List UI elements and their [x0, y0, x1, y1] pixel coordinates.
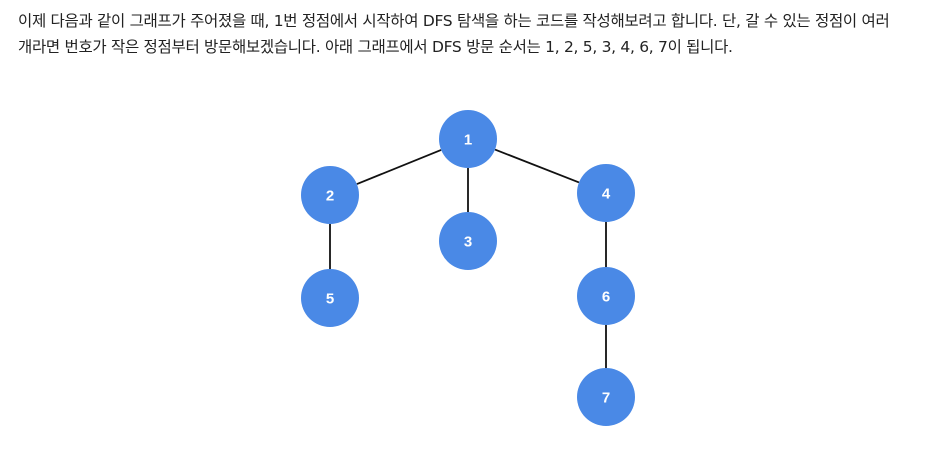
node-2: 2	[301, 166, 359, 224]
node-circle	[577, 368, 635, 426]
node-label: 6	[602, 289, 610, 306]
node-label: 3	[464, 234, 472, 251]
node-circle	[301, 269, 359, 327]
node-3: 3	[439, 212, 497, 270]
node-label: 4	[602, 186, 611, 203]
graph-edges	[329, 148, 607, 368]
problem-description: 이제 다음과 같이 그래프가 주어졌을 때, 1번 정점에서 시작하여 DFS …	[18, 12, 890, 56]
node-4: 4	[577, 164, 635, 222]
node-circle	[301, 166, 359, 224]
node-6: 6	[577, 267, 635, 325]
node-label: 5	[326, 291, 334, 308]
node-label: 1	[464, 132, 472, 149]
node-label: 2	[326, 188, 334, 205]
node-circle	[577, 267, 635, 325]
node-circle	[439, 110, 497, 168]
node-label: 7	[602, 390, 610, 407]
edge-1-4	[494, 148, 580, 184]
node-circle	[439, 212, 497, 270]
node-5: 5	[301, 269, 359, 327]
node-1: 1	[439, 110, 497, 168]
graph-nodes: 1 2 3 4 5 6 7	[301, 110, 635, 426]
edge-1-2	[356, 149, 442, 185]
node-7: 7	[577, 368, 635, 426]
node-circle	[577, 164, 635, 222]
